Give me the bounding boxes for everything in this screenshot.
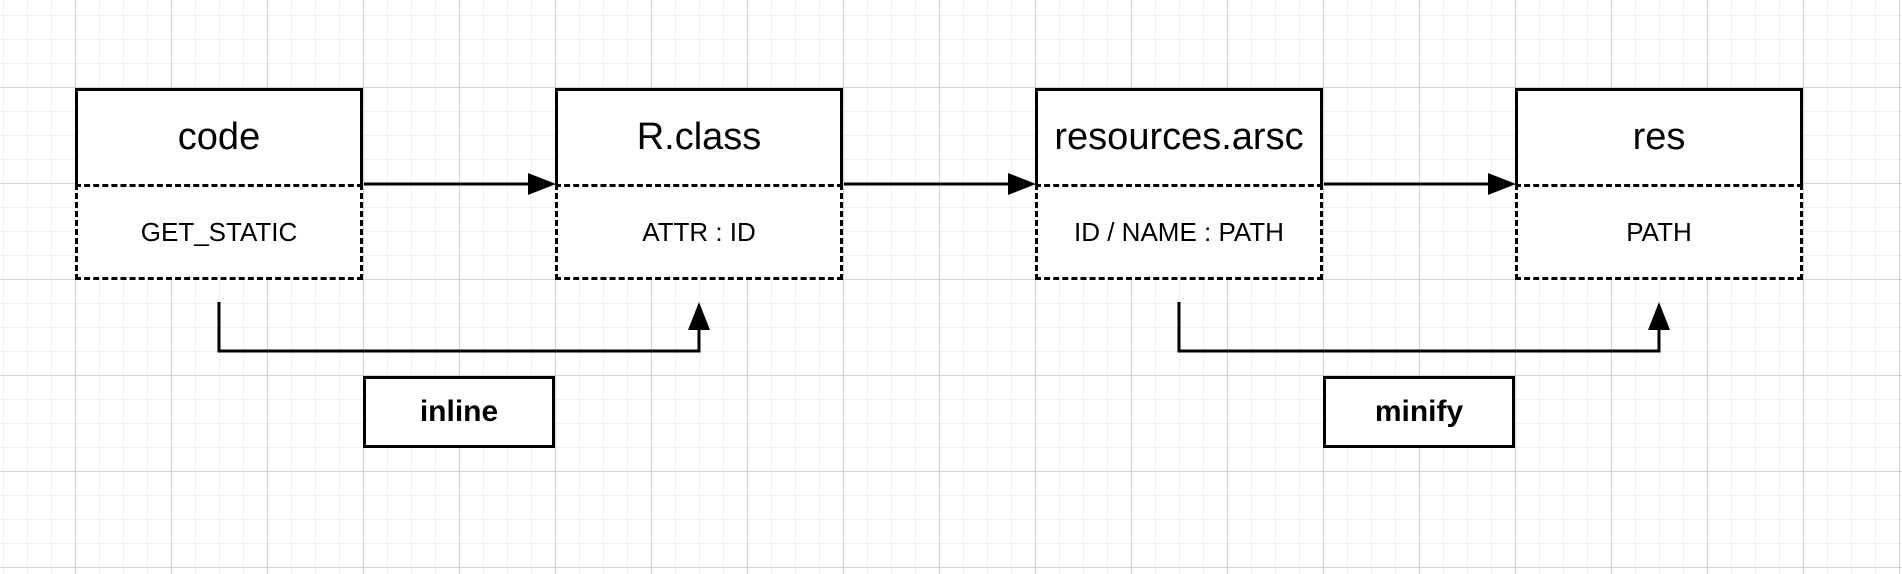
edge-line xyxy=(1177,302,1661,353)
node-title-text: R.class xyxy=(636,116,762,158)
arrowhead-right-icon xyxy=(1008,173,1036,195)
node-title: resources.arsc xyxy=(1035,88,1323,184)
node-subtitle-box: ATTR : ID xyxy=(555,184,843,280)
node-subtitle-text: ID / NAME : PATH xyxy=(1074,216,1284,247)
node-rclass[interactable]: R.class ATTR : ID xyxy=(555,88,843,280)
edge-label-text: inline xyxy=(419,395,499,428)
edge-code-to-rclass[interactable] xyxy=(364,173,556,195)
node-res[interactable]: res PATH xyxy=(1515,88,1803,280)
edge-inline-elbow[interactable] xyxy=(217,302,710,353)
node-title-text: code xyxy=(177,116,261,158)
node-subtitle-text: GET_STATIC xyxy=(140,216,298,247)
edge-rclass-to-resources-arsc[interactable] xyxy=(844,173,1036,195)
node-title: R.class xyxy=(555,88,843,184)
edge-label-minify[interactable]: minify xyxy=(1323,376,1515,448)
node-resources-arsc[interactable]: resources.arsc ID / NAME : PATH xyxy=(1035,88,1323,280)
arrowhead-right-icon xyxy=(1488,173,1516,195)
node-code[interactable]: code GET_STATIC xyxy=(75,88,363,280)
node-subtitle-box: PATH xyxy=(1515,184,1803,280)
arrowhead-up-icon xyxy=(1648,302,1670,330)
arrowhead-right-icon xyxy=(528,173,556,195)
edge-label-text: minify xyxy=(1374,395,1464,428)
arrowhead-up-icon xyxy=(688,302,710,330)
node-subtitle-text: PATH xyxy=(1626,216,1692,247)
edge-resources-arsc-to-res[interactable] xyxy=(1324,173,1516,195)
node-subtitle-box: GET_STATIC xyxy=(75,184,363,280)
node-title: code xyxy=(75,88,363,184)
node-title: res xyxy=(1515,88,1803,184)
node-title-text: resources.arsc xyxy=(1054,116,1304,158)
edge-line xyxy=(217,302,701,353)
edge-label-inline[interactable]: inline xyxy=(363,376,555,448)
node-title-text: res xyxy=(1632,116,1686,158)
node-subtitle-text: ATTR : ID xyxy=(642,216,756,247)
edge-minify-elbow[interactable] xyxy=(1177,302,1670,353)
node-subtitle-box: ID / NAME : PATH xyxy=(1035,184,1323,280)
